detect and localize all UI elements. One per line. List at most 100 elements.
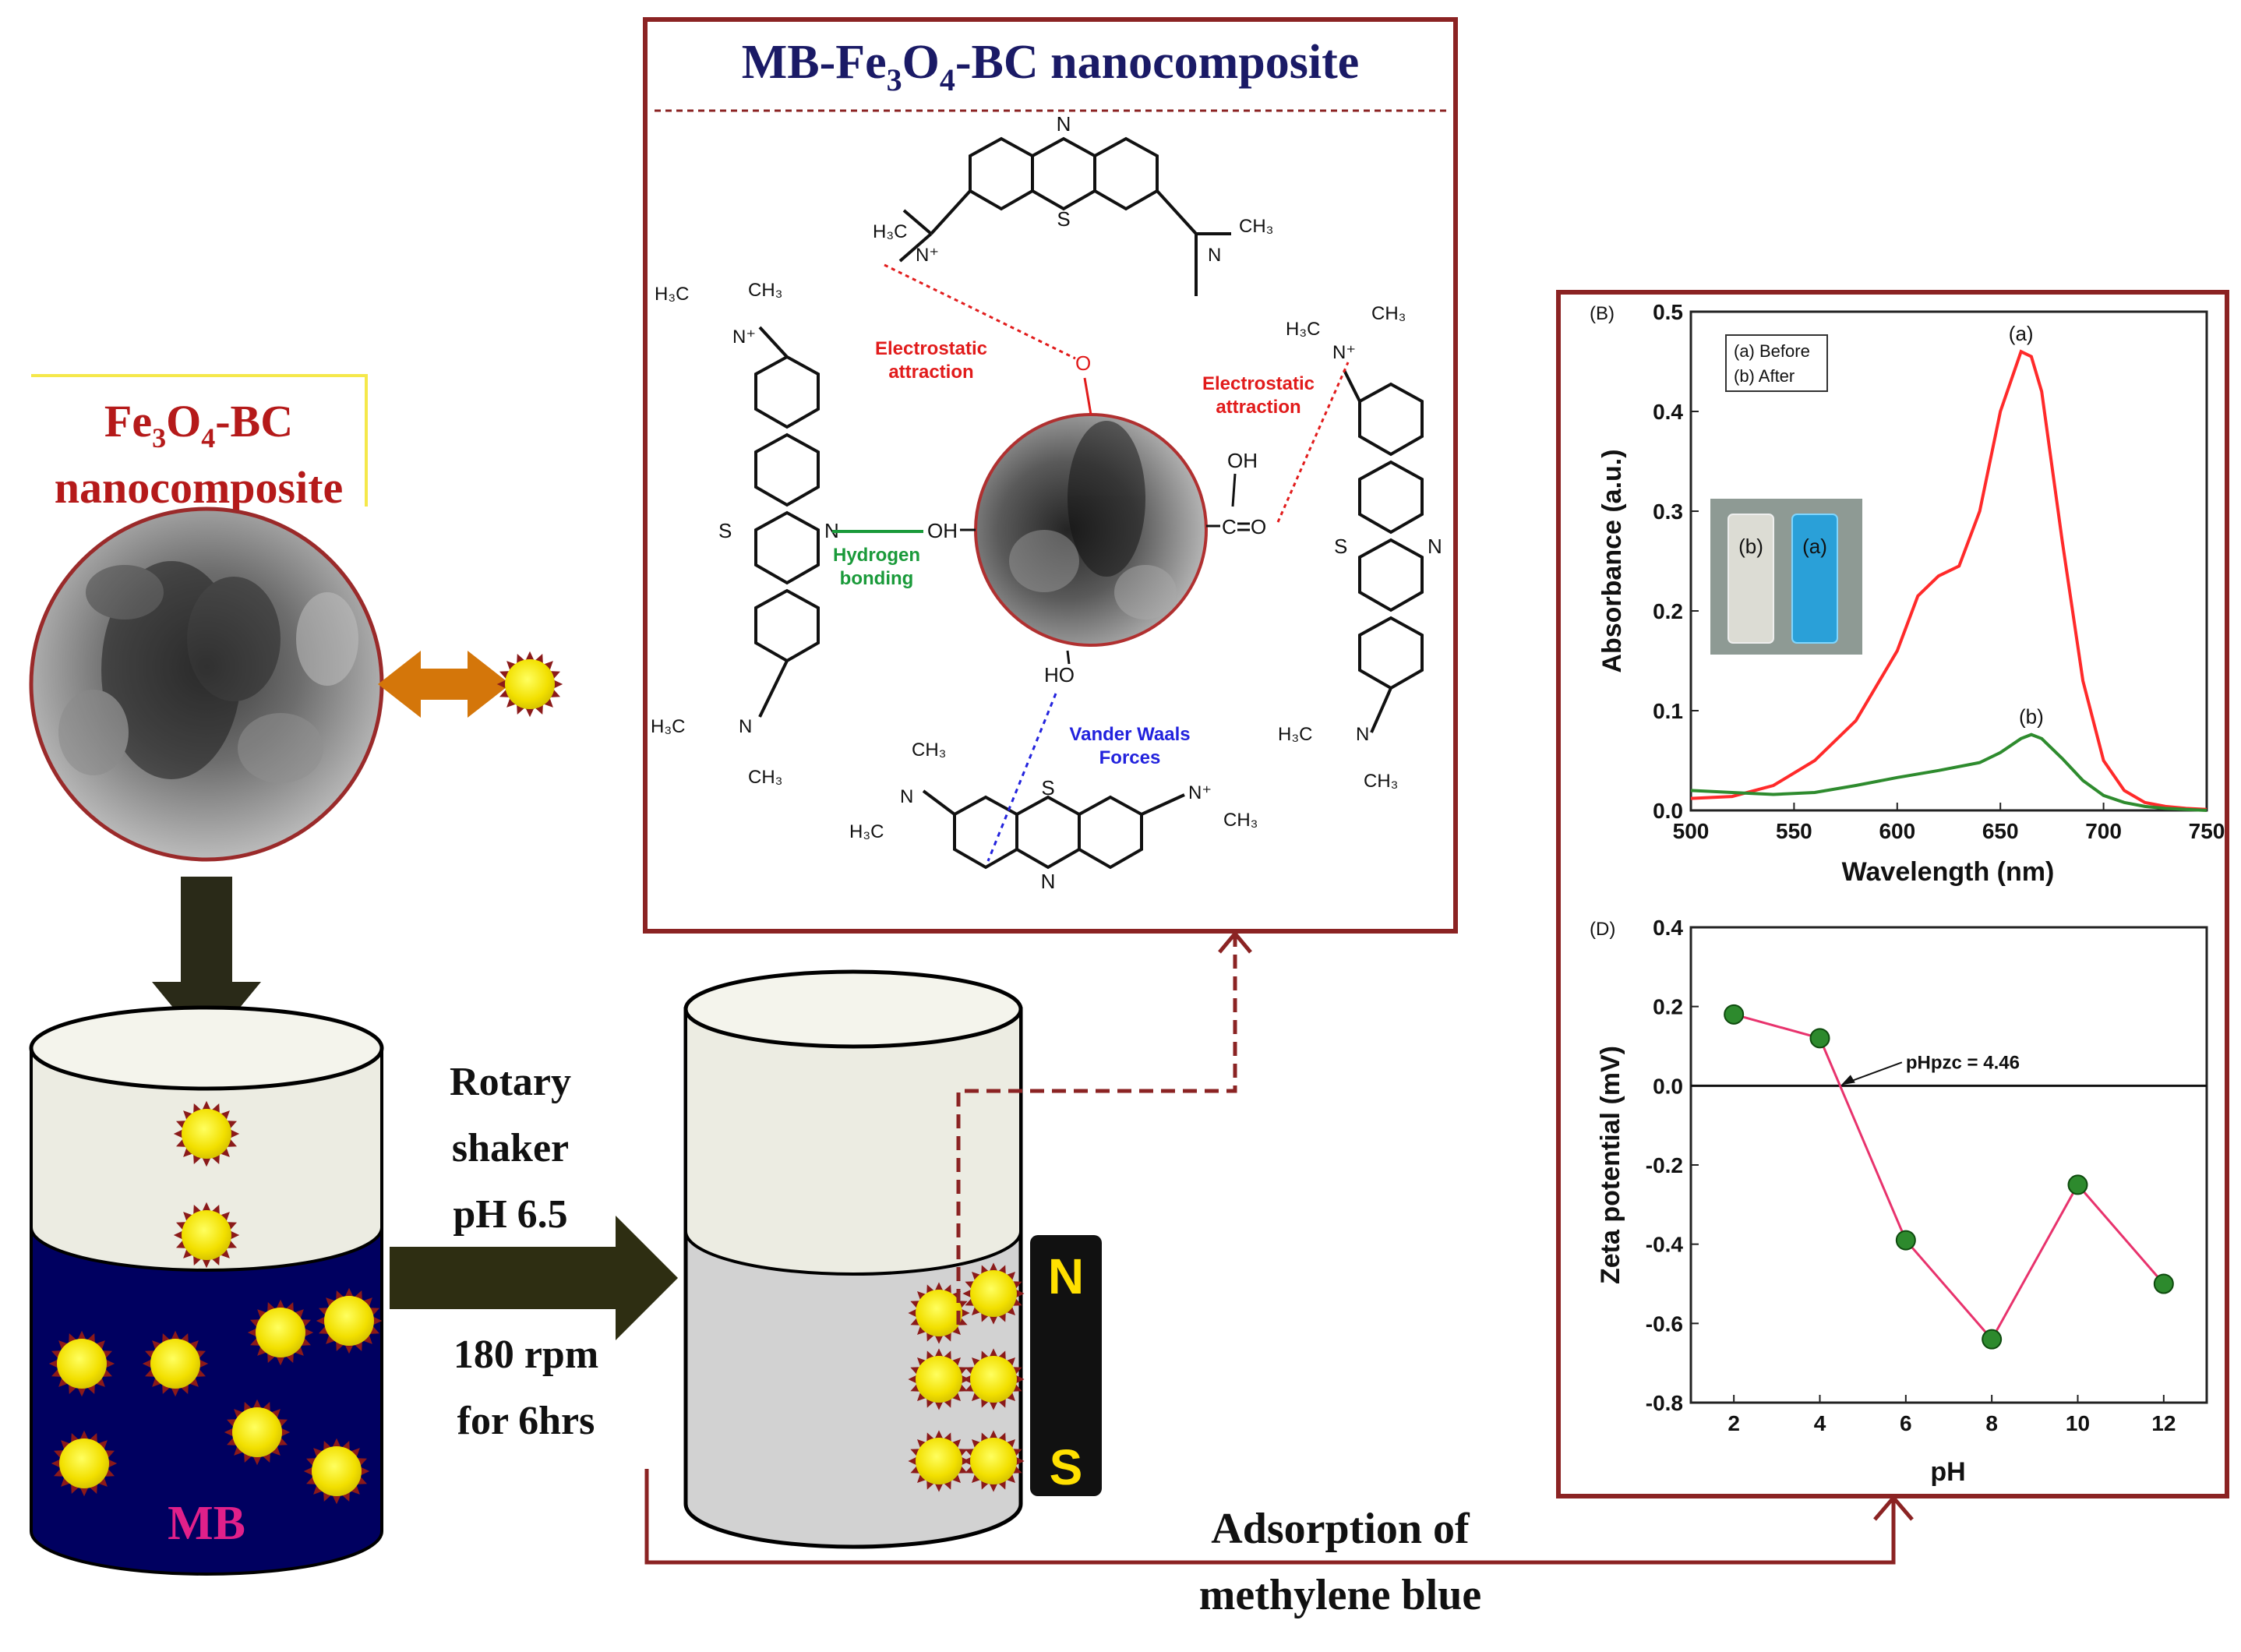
chart-b-legend-b: (b) After — [1734, 366, 1795, 386]
right-arrow-icon — [390, 1216, 678, 1340]
left-bottom-h3c-label: H₃C — [651, 716, 685, 737]
top-nplus-label: N⁺ — [916, 245, 939, 266]
mb-molecule-bottom — [922, 789, 1185, 870]
chart-d-ytick-label: 0.4 — [1653, 916, 1683, 940]
bottom-s-label: S — [1041, 776, 1054, 800]
nanoparticle — [224, 1399, 291, 1466]
magnet-south: S — [1050, 1439, 1083, 1495]
top-n-label: N — [1057, 112, 1071, 136]
ho-bottom-label: HO — [1044, 663, 1075, 687]
fe3o4-bc-title-line1: Fe3O4-BC — [104, 396, 293, 454]
condition-4: 180 rpm — [453, 1333, 598, 1377]
down-arrow-icon — [152, 877, 261, 1048]
fe3o4-bc-panel: Fe3O4-BC nanocomposite — [29, 374, 563, 1048]
vial-a-label: (a) — [1802, 535, 1827, 558]
chart-b-xtick-label: 550 — [1776, 819, 1812, 843]
chart-b-ytick-label: 0.4 — [1653, 400, 1683, 424]
right-bottom-n-label: N — [1356, 724, 1369, 745]
condition-5: for 6hrs — [457, 1399, 595, 1443]
chart-d-xtick-label: 2 — [1728, 1411, 1740, 1435]
beaker-particles — [48, 1100, 383, 1505]
adsorption-label-2: methylene blue — [1199, 1571, 1481, 1619]
adsorption-label-1: Adsorption of — [1211, 1505, 1470, 1553]
chart-d-xtick-label: 10 — [2066, 1411, 2090, 1435]
chart-b-legend-a: (a) Before — [1734, 341, 1810, 361]
pzc-pointer-head — [1840, 1075, 1855, 1085]
right-n-label: N — [1428, 535, 1442, 558]
mb-beaker: MB — [29, 1005, 384, 1576]
mb-molecule-top — [898, 136, 1231, 296]
chart-d-xtick-label: 4 — [1814, 1411, 1826, 1435]
chart-d-series-line — [1733, 1013, 2165, 1342]
nanoparticle — [247, 1299, 314, 1366]
left-bottom-ch3-label: CH₃ — [748, 767, 782, 788]
electrostatic-line-right — [1276, 362, 1350, 523]
dashed-connector — [956, 935, 1237, 1325]
bottom-n-label: N — [1041, 870, 1056, 893]
chart-d-point — [1982, 1329, 2003, 1350]
oh-left-label: OH — [927, 519, 958, 542]
top-s-label: S — [1057, 207, 1070, 231]
chart-d-point — [2067, 1174, 2088, 1195]
right-s-label: S — [1334, 535, 1347, 558]
left-bottom-n-label: N — [739, 716, 752, 737]
charts-frame — [1556, 290, 2229, 1498]
right-ch3-label: CH₃ — [1371, 303, 1406, 324]
tem-texture — [58, 561, 358, 783]
chart-b-legend — [1725, 334, 1828, 392]
mb-composite-panel: MB-Fe3O4-BC nanocomposite N S H₃C N⁺ CH₃… — [643, 17, 1458, 934]
chart-d-point — [1724, 1004, 1745, 1025]
left-h3c-label: H₃C — [655, 284, 689, 305]
vdw-line — [986, 693, 1057, 862]
nanoparticle — [962, 1430, 1025, 1492]
chart-d-ytick-label: -0.2 — [1646, 1153, 1683, 1177]
separation-beaker-upper — [684, 1008, 1022, 1276]
top-ch3-label: CH₃ — [1239, 216, 1273, 237]
vdw-label-1: Vander Waals — [1069, 724, 1190, 745]
chart-d-ytick-label: -0.6 — [1646, 1311, 1683, 1336]
chart-b-xlabel: Wavelength (nm) — [1842, 857, 2055, 887]
nanoparticle — [173, 1202, 240, 1269]
nanoparticle — [303, 1438, 370, 1505]
carbon-label: C — [1222, 515, 1237, 538]
condition-1: Rotary — [450, 1060, 571, 1104]
chart-d-xtick-label: 12 — [2151, 1411, 2176, 1435]
vial-photo-inset: (b) (a) — [1710, 499, 1862, 655]
electrostatic-left-1: Electrostatic — [875, 338, 987, 359]
chart-b-panel-label: (B) — [1590, 303, 1615, 324]
right-bottom-ch3-label: CH₃ — [1364, 771, 1398, 792]
nanoparticle — [173, 1100, 240, 1167]
chart-b-ytick-label: 0.5 — [1653, 300, 1683, 324]
chart-b-ylabel: Absorbance (a.u.) — [1597, 449, 1627, 672]
nanoparticle — [962, 1348, 1025, 1410]
bottom-nplus-label: N⁺ — [1188, 782, 1212, 803]
chart-b-xtick-label: 750 — [2189, 819, 2225, 843]
nanoparticle — [316, 1287, 383, 1354]
chart-b-ytick-label: 0.1 — [1653, 699, 1683, 723]
electrostatic-left-2: attraction — [888, 362, 973, 383]
nanoparticle-icon — [496, 651, 563, 718]
nanoparticle — [908, 1430, 970, 1492]
chart-d-ylabel: Zeta potential (mV) — [1596, 1046, 1625, 1284]
chart-d-point — [2153, 1273, 2174, 1294]
magnet — [1030, 1235, 1102, 1496]
chart-b-ytick-label: 0.0 — [1653, 799, 1683, 823]
chart-d-point — [1809, 1028, 1830, 1049]
bottom-n-left-label: N — [900, 786, 913, 807]
bottom-h3c-label: H₃C — [849, 821, 884, 842]
top-h3c-label: H₃C — [873, 221, 907, 242]
chart-d-xtick-label: 8 — [1985, 1411, 1998, 1435]
nanoparticle — [908, 1282, 970, 1344]
bottom-ch3-right-label: CH₃ — [1223, 810, 1258, 831]
right-bottom-h3c-label: H₃C — [1278, 724, 1312, 745]
right-h3c-label: H₃C — [1286, 319, 1320, 340]
chart-d-xtick-label: 6 — [1900, 1411, 1912, 1435]
chart-d-ytick-label: 0.0 — [1653, 1074, 1683, 1098]
o-bond — [1083, 377, 1092, 415]
chart-b-series-line — [1690, 349, 2207, 811]
process-conditions: Rotary shaker pH 6.5 180 rpm for 6hrs — [390, 1060, 678, 1443]
condition-2: shaker — [452, 1126, 569, 1170]
mb-molecule-right — [1343, 369, 1424, 733]
carbonyl-o-label: O — [1251, 515, 1266, 538]
